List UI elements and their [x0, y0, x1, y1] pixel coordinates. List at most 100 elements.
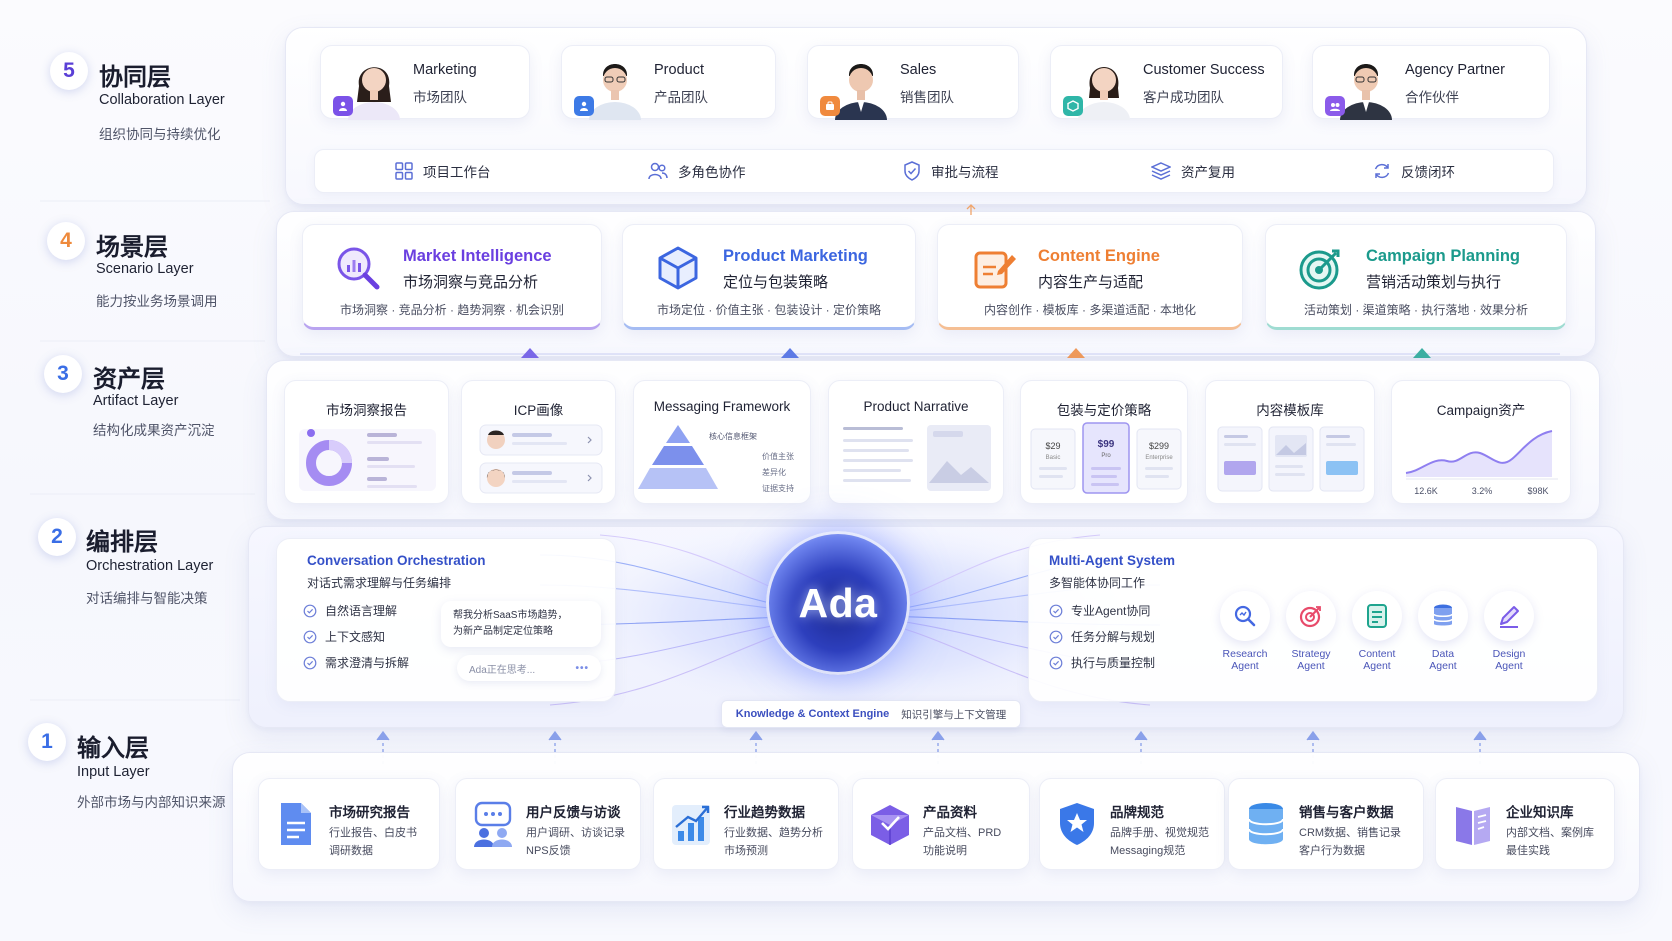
team-card-customer-success[interactable]: Customer Success 客户成功团队 [1050, 45, 1283, 120]
artifact-card-pricing-strategy[interactable]: 包装与定价策略 $29 Basic $99 Pro $299 Enterpris… [1020, 380, 1188, 504]
capability-item: 任务分解与规划 [1049, 628, 1155, 645]
team-card-product[interactable]: Product 产品团队 [561, 45, 776, 120]
scenario-card-market-intelligence[interactable]: Market Intelligence 市场洞察与竞品分析 市场洞察 · 竞品分… [302, 224, 602, 330]
toolbar-item-asset-reuse[interactable]: 资产复用 [1151, 150, 1235, 192]
input-title: 产品资料 [923, 805, 977, 820]
pyramid-label-2: 差异化 [762, 467, 786, 477]
template-thumbnail [1217, 426, 1365, 492]
agent-badge [1220, 591, 1270, 641]
toolbar-item-project-workspace[interactable]: 项目工作台 [395, 150, 491, 192]
input-title: 品牌规范 [1110, 805, 1164, 820]
metric-revenue: $98K [1527, 486, 1548, 496]
team-card-agency-partner[interactable]: Agency Partner 合作伙伴 [1312, 45, 1550, 120]
scenario-card-product-marketing[interactable]: Product Marketing 定位与包装策略 市场定位 · 价值主张 · … [622, 224, 916, 330]
grid-icon [395, 162, 413, 180]
layer-title-en: Orchestration Layer [86, 558, 214, 574]
scenario-title-en: Market Intelligence [403, 247, 552, 265]
box-icon [871, 805, 909, 845]
check-circle-icon [1049, 630, 1063, 643]
input-title: 销售与客户数据 [1299, 805, 1394, 820]
pyramid-label-3: 证据支持 [762, 483, 794, 493]
orchestration-title: Conversation Orchestration [307, 553, 486, 568]
scenario-card-campaign-planning[interactable]: Campaign Planning 营销活动策划与执行 活动策划 · 渠道策略 … [1265, 224, 1567, 330]
toolbar-item-feedback-loop[interactable]: 反馈闭环 [1373, 150, 1455, 192]
team-badge-icon [1325, 96, 1345, 116]
scenario-title-en: Content Engine [1038, 247, 1160, 265]
layer-title-en: Collaboration Layer [99, 92, 225, 108]
toolbar-item-label: 资产复用 [1181, 165, 1235, 180]
scenario-connectors [300, 348, 1560, 358]
input-card-industry-trends[interactable]: 行业趋势数据 行业数据、趋势分析市场预测 [653, 778, 839, 870]
chat-users-icon [474, 801, 512, 847]
pen-icon [1500, 606, 1519, 628]
campaign-thumbnail: 12.6K 3.2% $98K [1405, 430, 1558, 496]
edit-doc-icon [974, 251, 1016, 289]
artifact-card-market-report[interactable]: 市场洞察报告 [284, 380, 449, 504]
ada-core-orb[interactable]: Ada [766, 531, 910, 675]
chat-line: 为新产品制定定位策略 [453, 626, 553, 637]
team-name-cn: 市场团队 [413, 90, 467, 105]
capability-item: 专业Agent协同 [1049, 602, 1150, 619]
avatar [589, 64, 641, 120]
toolbar-item-approval[interactable]: 审批与流程 [903, 150, 999, 192]
chat-input[interactable]: Ada正在思考... ••• [457, 655, 601, 681]
scenario-title-cn: 内容生产与适配 [1038, 274, 1144, 291]
team-badge-icon [574, 96, 594, 116]
team-card-sales[interactable]: Sales 销售团队 [807, 45, 1019, 120]
layer-description: 组织协同与持续优化 [99, 127, 221, 142]
artifact-title: 内容模板库 [1256, 403, 1324, 418]
input-card-knowledge-base[interactable]: 企业知识库 内部文档、案例库最佳实践 [1435, 778, 1615, 870]
narrative-thumbnail [843, 425, 991, 491]
layer-title-cn: 资产层 [93, 366, 165, 393]
artifact-title: Product Narrative [863, 399, 969, 414]
scenario-title-en: Campaign Planning [1366, 247, 1521, 265]
artifact-card-icp[interactable]: ICP画像 [461, 380, 616, 504]
artifact-card-campaign-assets[interactable]: Campaign资产 12.6K 3.2% $98K [1391, 380, 1571, 504]
toolbar-item-multi-role[interactable]: 多角色协作 [648, 150, 746, 192]
artifact-title: 市场洞察报告 [326, 403, 407, 418]
scenario-title-en: Product Marketing [723, 247, 868, 265]
toolbar-item-label: 审批与流程 [931, 165, 999, 180]
artifact-card-content-templates[interactable]: 内容模板库 [1205, 380, 1375, 504]
multi-agent-title: Multi-Agent System [1049, 553, 1176, 568]
agent-badge [1484, 591, 1534, 641]
layer-title-en: Scenario Layer [96, 261, 194, 277]
team-name-cn: 合作伙伴 [1405, 90, 1459, 105]
input-card-sales-customer[interactable]: 销售与客户数据 CRM数据、销售记录客户行为数据 [1228, 778, 1424, 870]
team-card-marketing[interactable]: Marketing 市场团队 [320, 45, 530, 120]
layer-title-en: Input Layer [77, 764, 150, 780]
artifact-title: ICP画像 [513, 403, 564, 418]
multi-agent-panel: Multi-Agent System 多智能体协同工作 专业Agent协同 任务… [1028, 538, 1598, 702]
scenario-card-content-engine[interactable]: Content Engine 内容生产与适配 内容创作 · 模板库 · 多渠道适… [937, 224, 1243, 330]
check-circle-icon [1049, 604, 1063, 617]
magnifier-chart-icon [337, 247, 380, 290]
team-badge-icon [820, 96, 840, 116]
avatar [835, 64, 887, 120]
engine-title-cn: 知识引擎与上下文管理 [901, 708, 1007, 721]
artifact-card-product-narrative[interactable]: Product Narrative [828, 380, 1004, 504]
capability-item: 执行与质量控制 [1049, 654, 1155, 671]
scenario-tags: 市场定位 · 价值主张 · 包装设计 · 定价策略 [657, 303, 881, 317]
icp-thumbnail [479, 424, 603, 494]
database-icon [1433, 604, 1453, 626]
layers-icon [1151, 162, 1171, 180]
report-thumbnail [299, 429, 436, 491]
input-title: 市场研究报告 [329, 805, 410, 820]
layer-description: 能力按业务场景调用 [96, 294, 218, 309]
check-circle-icon [303, 604, 317, 617]
input-description: CRM数据、销售记录客户行为数据 [1299, 827, 1402, 857]
artifact-title: Messaging Framework [653, 399, 791, 414]
artifact-card-messaging-framework[interactable]: Messaging Framework 核心信息框架 价值主张 差异化 证据支持 [633, 380, 811, 504]
input-card-market-research[interactable]: 市场研究报告 行业报告、白皮书调研数据 [258, 778, 440, 870]
